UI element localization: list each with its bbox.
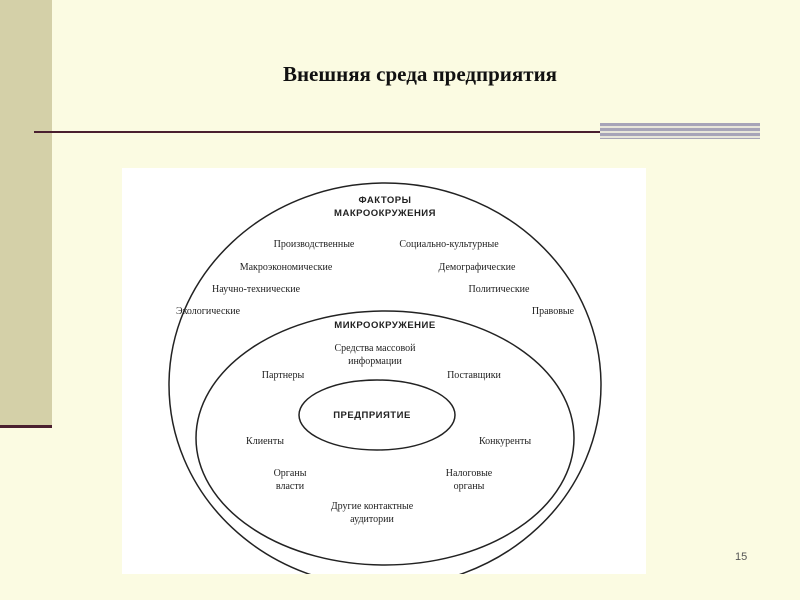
micro-heading: МИКРООКРУЖЕНИЕ — [334, 320, 436, 331]
title-divider — [34, 131, 600, 133]
micro-item-clients: Клиенты — [246, 436, 284, 447]
macro-heading: ФАКТОРЫ МАКРООКРУЖЕНИЯ — [334, 195, 436, 219]
micro-item-tax-authorities: Налоговые органы — [445, 468, 493, 492]
macro-factor-demographic: Демографические — [438, 262, 516, 273]
sidebar-edge-line — [0, 425, 52, 428]
micro-item-partners: Партнеры — [261, 370, 305, 381]
micro-environment-ellipse — [195, 310, 575, 566]
macro-factor-sociocultural: Социально-культурные — [399, 239, 499, 250]
slide-title: Внешняя среда предприятия — [282, 62, 558, 86]
macro-factor-ecological: Экологические — [175, 306, 241, 317]
micro-item-authorities: Органы власти — [273, 468, 307, 492]
sidebar-accent — [0, 0, 52, 428]
macro-factor-scientific: Научно-технические — [211, 284, 301, 295]
enterprise-ellipse — [298, 379, 456, 451]
macro-environment-ellipse — [168, 182, 602, 574]
macro-factor-political: Политические — [468, 284, 530, 295]
micro-item-competitors: Конкуренты — [478, 436, 532, 447]
macro-factor-macroeconomic: Макроэкономические — [239, 262, 333, 273]
micro-item-media: Средства массовой информации — [334, 343, 416, 367]
macro-factor-production: Производственные — [273, 239, 355, 250]
micro-item-suppliers: Поставщики — [447, 370, 501, 381]
diagram-shapes — [168, 182, 602, 574]
micro-item-other-audiences: Другие контактные аудитории — [330, 501, 414, 525]
page-number: 15 — [735, 551, 748, 563]
enterprise-label: ПРЕДПРИЯТИЕ — [333, 410, 411, 421]
macro-factor-legal: Правовые — [531, 306, 575, 317]
decorative-stripes — [600, 123, 760, 139]
environment-diagram: ФАКТОРЫ МАКРООКРУЖЕНИЯ Производственные … — [122, 168, 646, 574]
